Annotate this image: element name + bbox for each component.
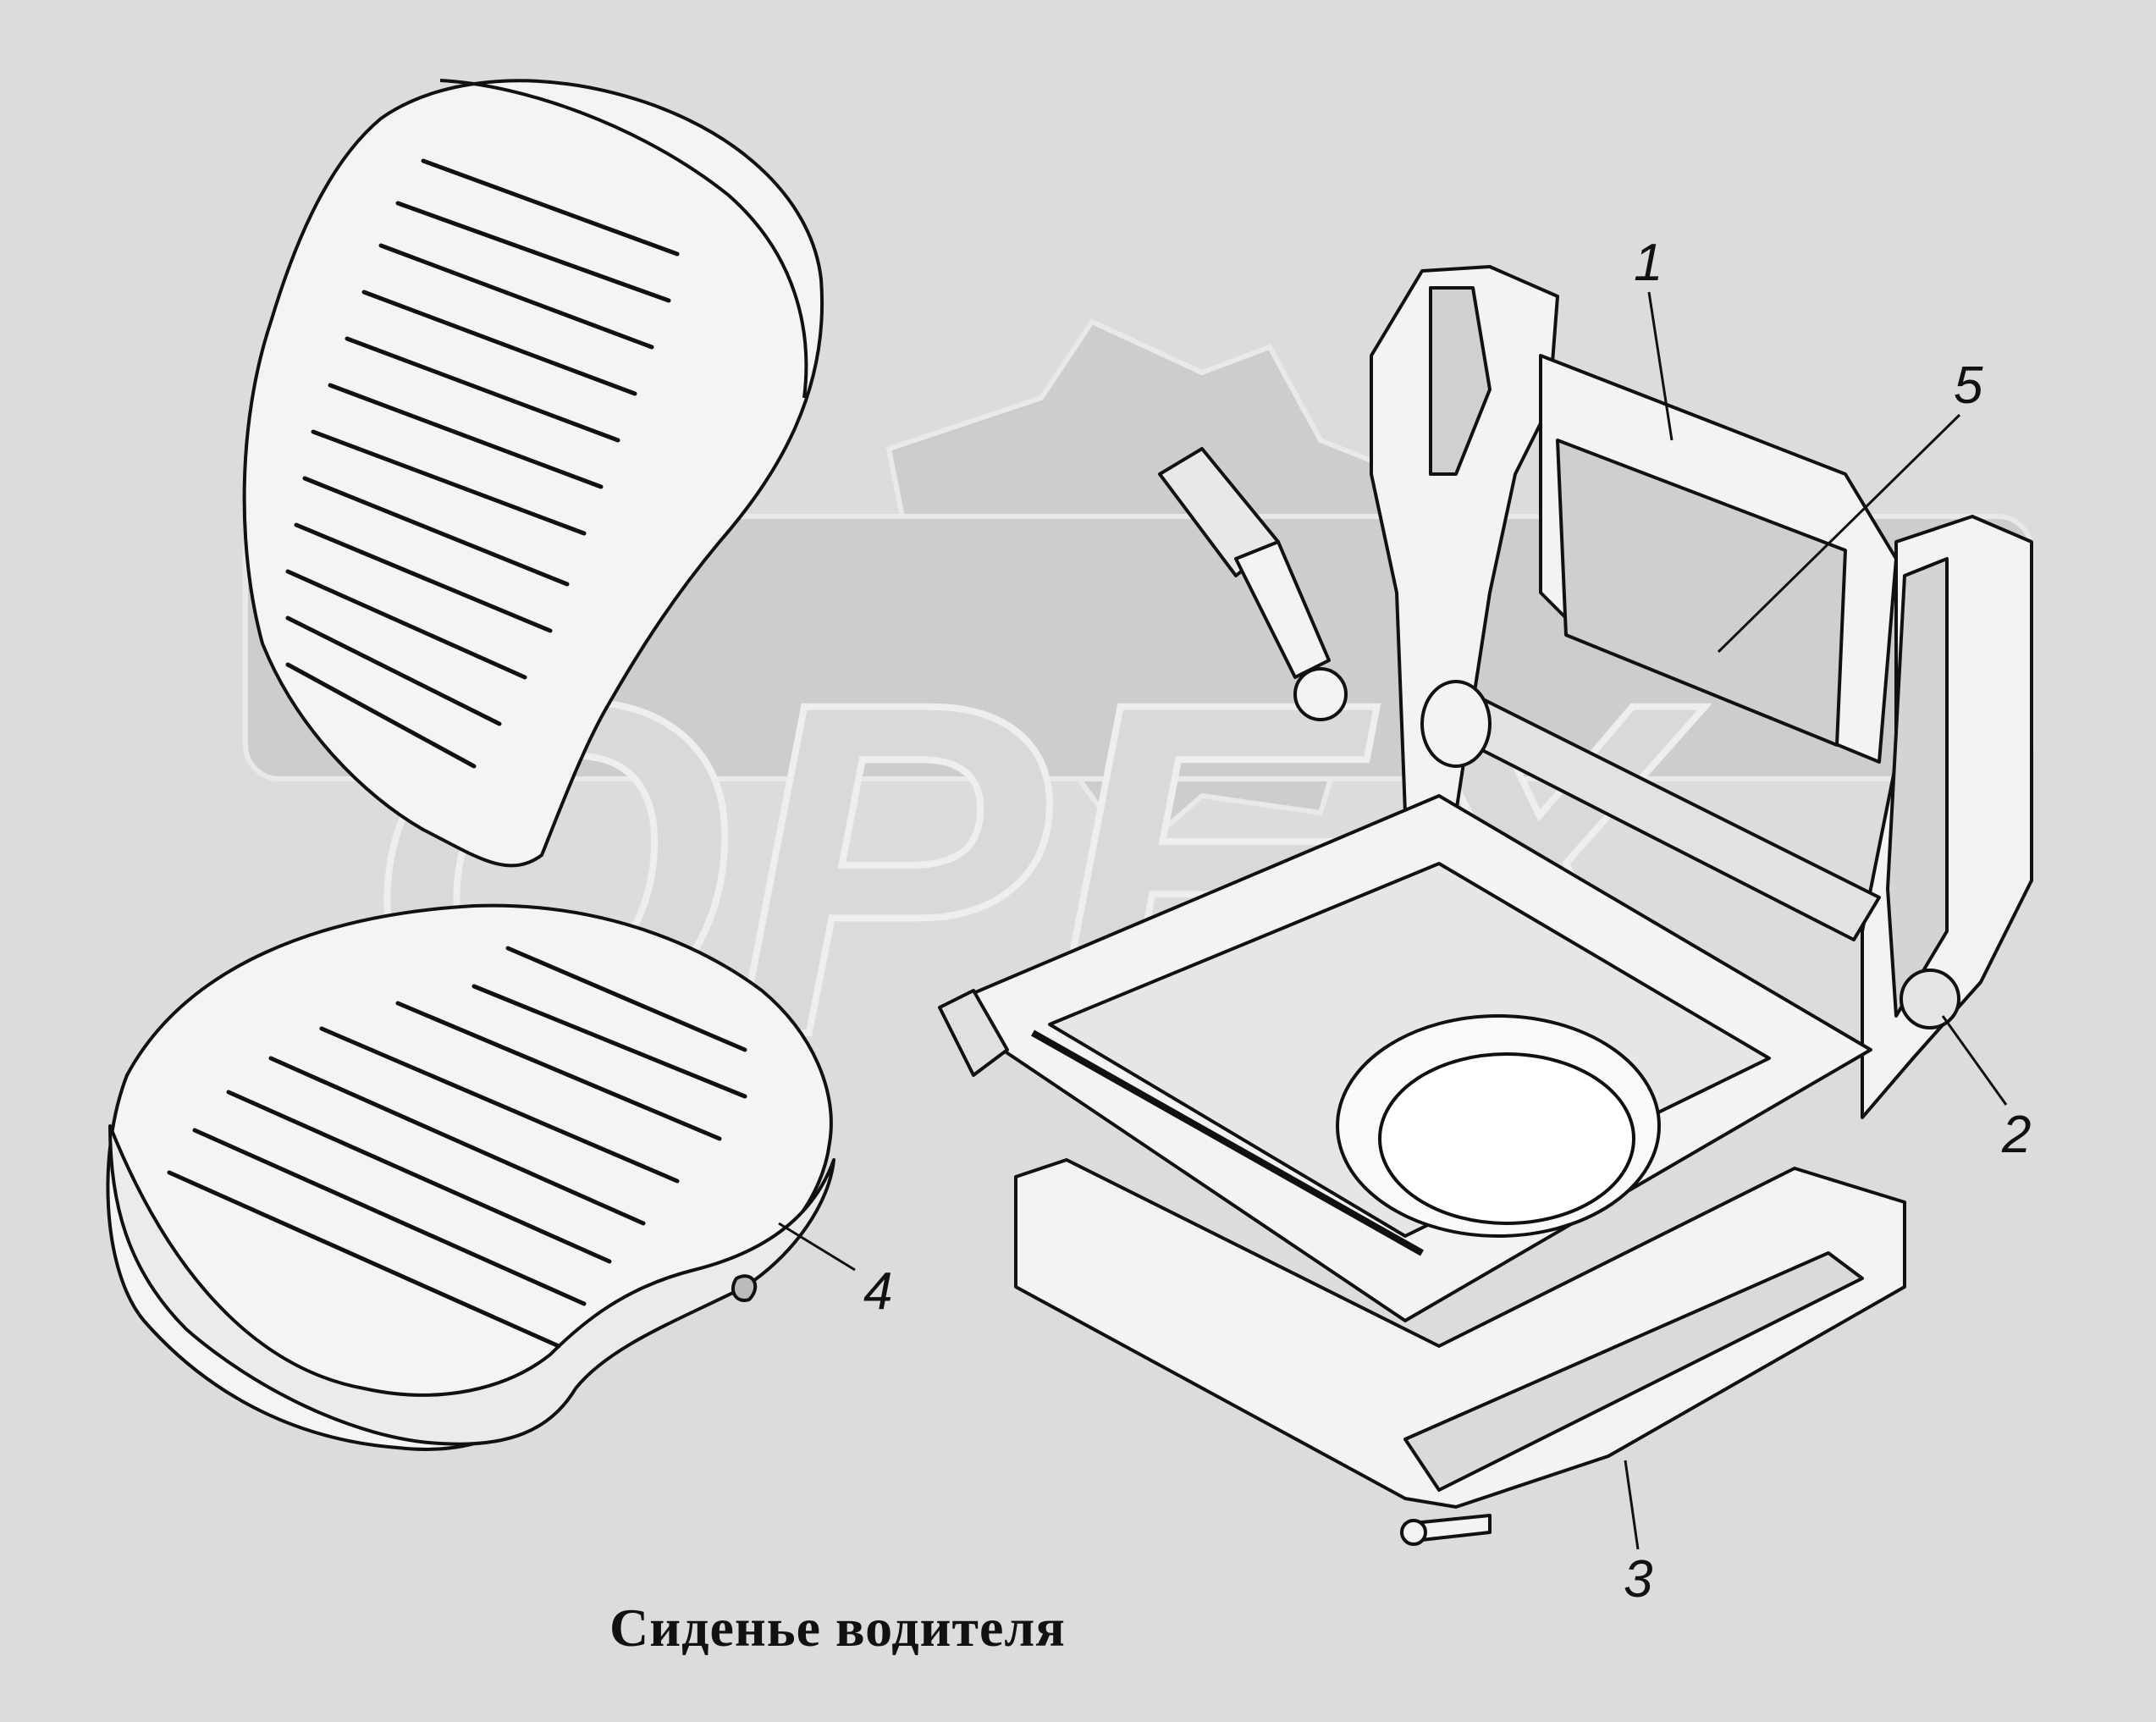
cushion-ribs <box>167 158 747 1349</box>
callout-label-5: 5 <box>1954 356 1983 415</box>
seat-pad <box>106 903 833 1451</box>
callout-label-4: 4 <box>863 1262 893 1321</box>
leader-1 <box>1647 291 1674 441</box>
leader-2 <box>1941 1015 2008 1106</box>
tie-rod <box>1031 1029 1424 1256</box>
callout-label-2: 2 <box>2002 1106 2032 1164</box>
slide-rail <box>1403 1251 1864 1492</box>
front-rail <box>938 989 1009 1077</box>
callout-label-1: 1 <box>1634 234 1663 292</box>
callout-label-3: 3 <box>1624 1550 1653 1609</box>
seat-frame <box>938 265 2033 1546</box>
diagram-caption: Сиденье водителя <box>609 1598 1066 1658</box>
lower-slide <box>1014 1158 1906 1509</box>
leader-3 <box>1624 1460 1640 1550</box>
leader-lines <box>778 291 2008 1550</box>
pivot-knob <box>1900 969 1960 1029</box>
leader-5 <box>1717 413 1961 654</box>
leader-4 <box>778 1222 856 1272</box>
